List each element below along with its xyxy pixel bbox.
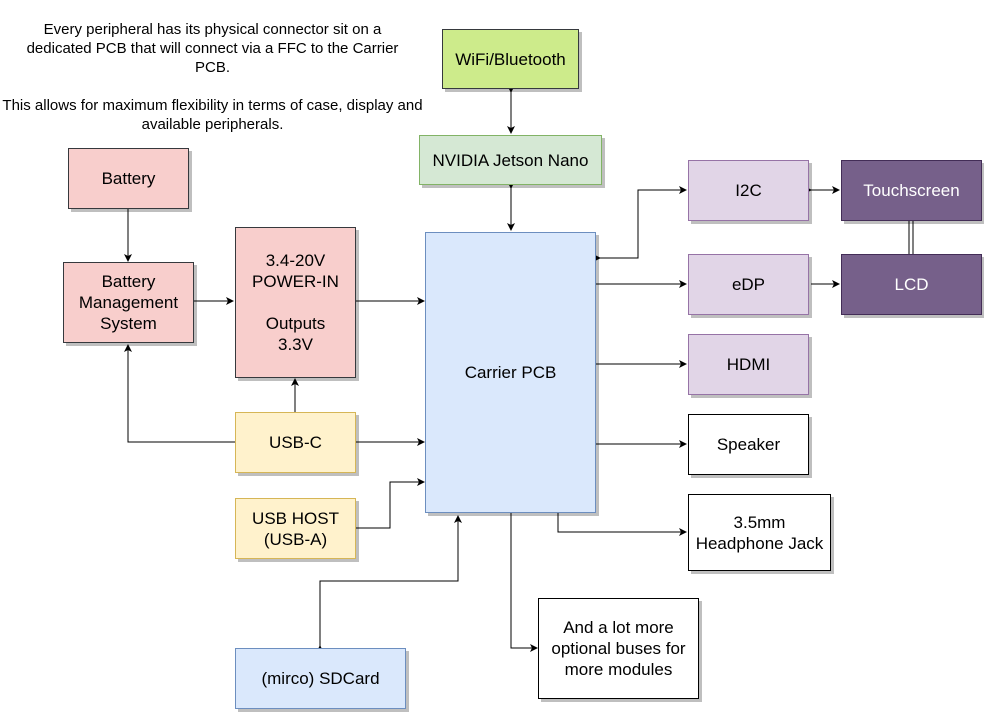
wire-carrier-more — [510, 513, 538, 652]
jetson-nano-box[interactable]: NVIDIA Jetson Nano — [419, 135, 602, 185]
battery-box[interactable]: Battery — [68, 148, 189, 209]
wifi-bluetooth-box[interactable]: WiFi/Bluetooth — [442, 29, 579, 89]
wire-sdcard-carrier — [316, 515, 462, 653]
speaker-box[interactable]: Speaker — [688, 414, 809, 475]
hdmi-box[interactable]: HDMI — [688, 334, 809, 395]
lcd-box[interactable]: LCD — [841, 254, 982, 315]
touchscreen-box[interactable]: Touchscreen — [841, 160, 982, 221]
note-paragraph-1: Every peripheral has its physical connec… — [26, 21, 399, 76]
wire-usbc-bms — [124, 344, 235, 443]
carrier-pcb-box[interactable]: Carrier PCB — [425, 232, 596, 513]
headphone-jack-box[interactable]: 3.5mm Headphone Jack — [688, 494, 831, 571]
wire-carrier-headphone — [557, 513, 687, 536]
note-paragraph-2: This allows for maximum flexibility in t… — [2, 97, 423, 133]
usb-c-box[interactable]: USB-C — [235, 412, 356, 473]
power-in-box[interactable]: 3.4-20V POWER-IN Outputs 3.3V — [235, 227, 356, 378]
more-buses-box[interactable]: And a lot more optional buses for more m… — [538, 598, 699, 699]
usb-host-box[interactable]: USB HOST (USB-A) — [235, 498, 356, 559]
edp-box[interactable]: eDP — [688, 254, 809, 315]
sdcard-box[interactable]: (mirco) SDCard — [235, 648, 406, 709]
wire-usbhost-carrier — [356, 478, 425, 529]
wire-touch-lcd — [908, 221, 914, 254]
battery-management-box[interactable]: Battery Management System — [63, 262, 194, 343]
wire-carrier-i2c — [593, 186, 687, 262]
i2c-box[interactable]: I2C — [688, 160, 809, 221]
description-note: Every peripheral has its physical connec… — [0, 20, 425, 134]
